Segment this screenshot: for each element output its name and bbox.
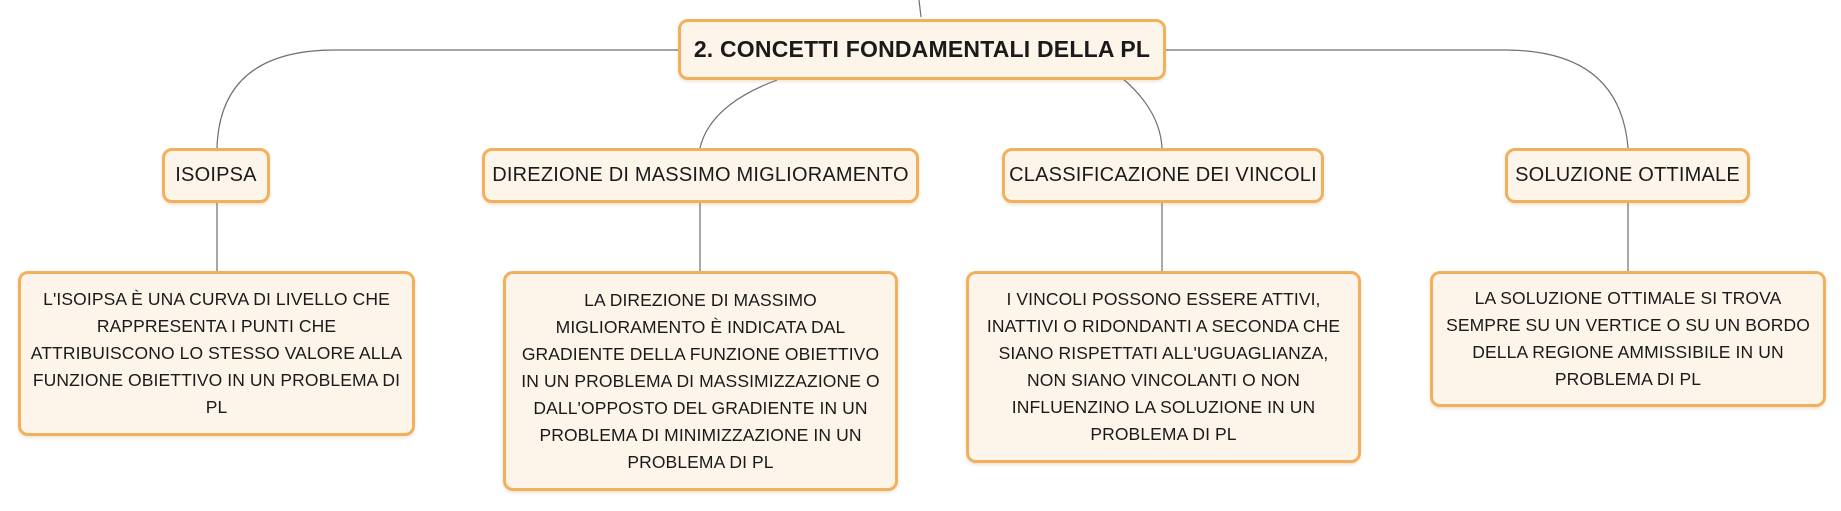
topic-node-classificazione-title: CLASSIFICAZIONE DEI VINCOLI xyxy=(1009,164,1317,186)
root-node-title: 2. CONCETTI FONDAMENTALI DELLA PL xyxy=(693,36,1151,62)
topic-node-isoipsa-title: ISOIPSA xyxy=(175,164,257,186)
detail-node-isoipsa-text: L'ISOIPSA È UNA CURVA DI LIVELLO CHE RAP… xyxy=(30,289,403,417)
detail-node-direzione-text: LA DIREZIONE DI MASSIMO MIGLIORAMENTO È … xyxy=(521,289,880,472)
root-node[interactable]: 2. CONCETTI FONDAMENTALI DELLA PL xyxy=(678,19,1166,80)
detail-node-soluzione-text: LA SOLUZIONE OTTIMALE SI TROVA SEMPRE SU… xyxy=(1446,288,1810,389)
connector-root-classificazione xyxy=(1121,77,1163,149)
detail-node-classificazione[interactable]: I VINCOLI POSSONO ESSERE ATTIVI, INATTIV… xyxy=(966,271,1361,463)
topic-node-soluzione[interactable]: SOLUZIONE OTTIMALE xyxy=(1505,148,1750,203)
connector-root-isoipsa xyxy=(216,49,679,149)
connector-root-direzione xyxy=(699,79,778,149)
topic-node-soluzione-title: SOLUZIONE OTTIMALE xyxy=(1515,164,1740,186)
topic-node-direzione-title: DIREZIONE DI MASSIMO MIGLIORAMENTO xyxy=(492,164,909,186)
detail-node-isoipsa[interactable]: L'ISOIPSA È UNA CURVA DI LIVELLO CHE RAP… xyxy=(18,271,415,436)
connector-root-soluzione xyxy=(1165,49,1629,149)
detail-node-direzione[interactable]: LA DIREZIONE DI MASSIMO MIGLIORAMENTO È … xyxy=(503,271,898,491)
detail-node-soluzione[interactable]: LA SOLUZIONE OTTIMALE SI TROVA SEMPRE SU… xyxy=(1430,271,1826,407)
topic-node-isoipsa[interactable]: ISOIPSA xyxy=(162,148,270,203)
connector-parent-root xyxy=(918,0,922,18)
topic-node-classificazione[interactable]: CLASSIFICAZIONE DEI VINCOLI xyxy=(1002,148,1324,203)
detail-node-classificazione-text: I VINCOLI POSSONO ESSERE ATTIVI, INATTIV… xyxy=(986,289,1341,444)
topic-node-direzione[interactable]: DIREZIONE DI MASSIMO MIGLIORAMENTO xyxy=(482,148,919,203)
